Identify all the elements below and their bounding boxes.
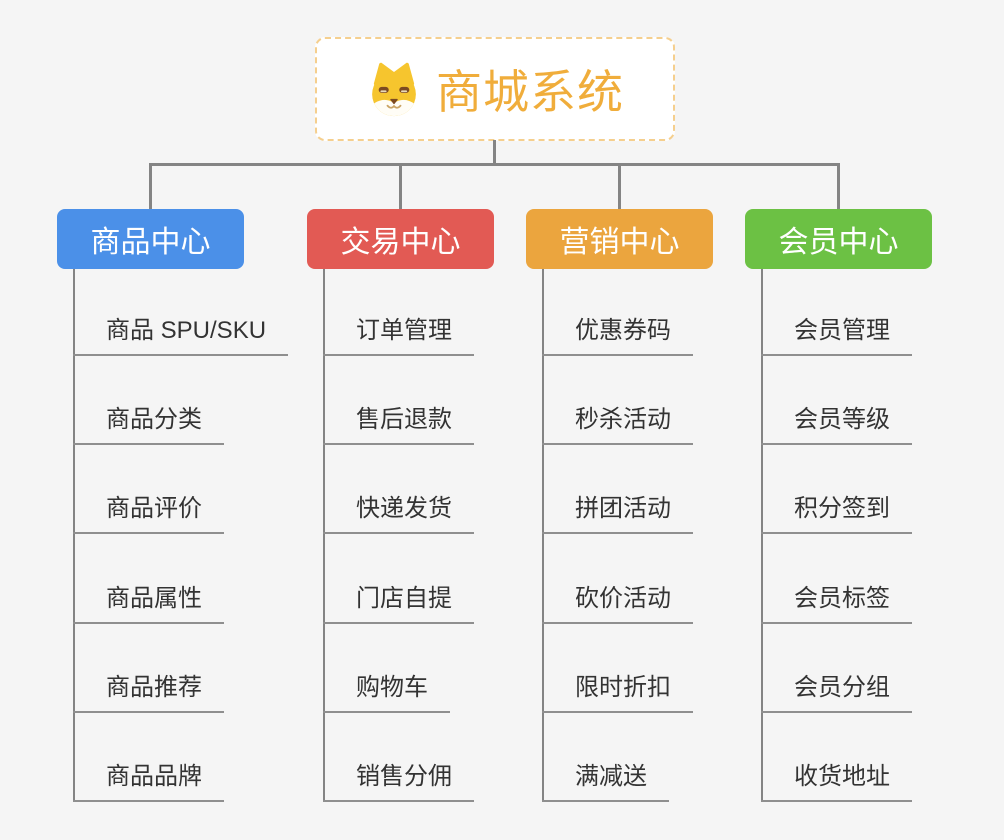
- connector-branch-stem: [323, 269, 325, 802]
- mindmap-leaf[interactable]: 会员管理: [761, 314, 912, 356]
- mindmap-leaf[interactable]: 积分签到: [761, 492, 912, 534]
- root-title: 商城系统: [436, 66, 624, 118]
- mindmap-leaf[interactable]: 限时折扣: [542, 671, 693, 713]
- mindmap-leaf[interactable]: 会员等级: [761, 403, 912, 445]
- mindmap-leaf[interactable]: 优惠券码: [542, 314, 693, 356]
- connector-bus: [149, 163, 840, 166]
- branch-header-member-center[interactable]: 会员中心: [745, 209, 932, 269]
- connector-root-stem: [493, 140, 496, 164]
- mindmap-leaf[interactable]: 满减送: [542, 760, 669, 802]
- connector-drop: [149, 163, 152, 210]
- branch-header-marketing-center[interactable]: 营销中心: [526, 209, 713, 269]
- connector-branch-stem: [761, 269, 763, 802]
- mindmap-leaf[interactable]: 拼团活动: [542, 492, 693, 534]
- root-node[interactable]: 商城系统: [315, 37, 675, 141]
- mindmap-leaf[interactable]: 商品品牌: [73, 760, 224, 802]
- branch-header-product-center[interactable]: 商品中心: [57, 209, 244, 269]
- mindmap-leaf[interactable]: 商品 SPU/SKU: [73, 314, 289, 356]
- mindmap-leaf[interactable]: 收货地址: [761, 760, 912, 802]
- mindmap-leaf[interactable]: 订单管理: [323, 314, 474, 356]
- connector-branch-stem: [542, 269, 544, 802]
- connector-drop: [837, 163, 840, 210]
- mindmap-leaf[interactable]: 商品分类: [73, 403, 224, 445]
- mindmap-leaf[interactable]: 快递发货: [323, 492, 474, 534]
- mindmap-leaf[interactable]: 秒杀活动: [542, 403, 693, 445]
- connector-branch-stem: [73, 269, 75, 802]
- mindmap-leaf[interactable]: 会员分组: [761, 671, 912, 713]
- branch-header-trade-center[interactable]: 交易中心: [307, 209, 494, 269]
- mindmap-leaf[interactable]: 售后退款: [323, 403, 474, 445]
- connector-drop: [618, 163, 621, 210]
- mindmap-leaf[interactable]: 门店自提: [323, 582, 474, 624]
- mindmap-leaf[interactable]: 砍价活动: [542, 582, 693, 624]
- connector-drop: [399, 163, 402, 210]
- mindmap-leaf[interactable]: 购物车: [323, 671, 450, 713]
- mindmap-leaf[interactable]: 商品属性: [73, 582, 224, 624]
- mindmap-leaf[interactable]: 销售分佣: [323, 760, 474, 802]
- mindmap-leaf[interactable]: 商品推荐: [73, 671, 224, 713]
- mindmap-leaf[interactable]: 商品评价: [73, 492, 224, 534]
- mindmap-leaf[interactable]: 会员标签: [761, 582, 912, 624]
- dog-face-icon: [366, 59, 422, 119]
